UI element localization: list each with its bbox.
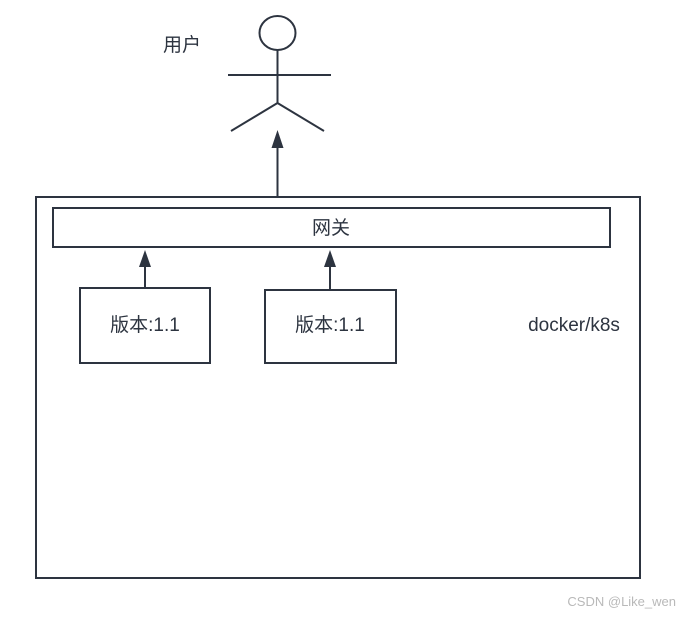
actor-label: 用户 (163, 34, 201, 56)
actor-right-leg-line (276, 102, 325, 132)
user-actor[interactable] (228, 15, 331, 132)
docker-k8s-container-box[interactable] (35, 196, 641, 579)
service-label-2: 版本:1.1 (295, 314, 365, 336)
gateway-box[interactable] (52, 207, 611, 248)
arrow-service-1-head (139, 250, 151, 267)
service-box-1[interactable] (79, 287, 211, 364)
actor-head-icon (258, 15, 297, 51)
arrow-gateway-to-user-head (271, 130, 284, 148)
service-box-2[interactable] (264, 289, 397, 364)
actor-left-leg-line (230, 102, 279, 132)
watermark-text: CSDN @Like_wen (567, 594, 676, 609)
gateway-label: 网关 (312, 217, 350, 239)
arrow-service-1-to-gateway (139, 250, 151, 288)
arrow-service-2-to-gateway (324, 250, 336, 290)
arrow-service-2-head (324, 250, 336, 267)
docker-k8s-label: docker/k8s (528, 315, 620, 336)
service-label-1: 版本:1.1 (110, 314, 180, 336)
